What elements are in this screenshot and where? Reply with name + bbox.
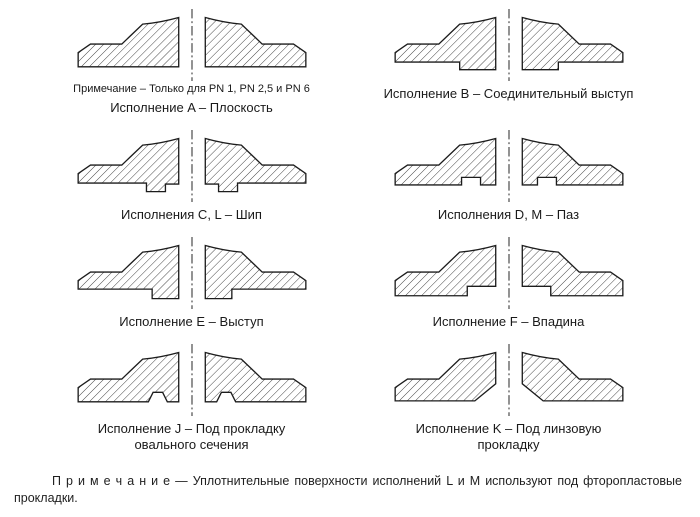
figure-j-caption: Исполнение J – Под прокладку овального с… [97,421,286,452]
flange-section-j-drawing [76,343,307,417]
figure-a: Примечание – Только для PN 1, PN 2,5 и P… [46,8,337,116]
figure-a-caption: Исполнение A – Плоскость [110,100,273,115]
flange-section-a-drawing [76,8,307,82]
figure-f: Исполнение F – Впадина [363,236,654,330]
figure-dm: Исполнения D, M – Паз [363,129,654,223]
figure-a-note: Примечание – Только для PN 1, PN 2,5 и P… [73,83,310,95]
figure-cl-caption: Исполнения C, L – Шип [121,207,262,222]
flange-section-cl-drawing [76,129,307,203]
figure-j: Исполнение J – Под прокладку овального с… [46,343,337,453]
figure-b-caption: Исполнение B – Соединительный выступ [383,86,634,101]
figure-e-caption: Исполнение E – Выступ [119,314,264,329]
figure-f-caption: Исполнение F – Впадина [432,314,585,329]
flange-section-k-drawing [393,343,624,417]
figure-dm-caption: Исполнения D, M – Паз [437,207,580,222]
flange-section-f-drawing [393,236,624,310]
figure-b: Исполнение B – Соединительный выступ [363,8,654,102]
footnote: П р и м е ч а н и е — Уплотнительные пов… [14,474,682,505]
figure-e: Исполнение E – Выступ [46,236,337,330]
figure-cl: Исполнения C, L – Шип [46,129,337,223]
flange-section-e-drawing [76,236,307,310]
flange-section-b-drawing [393,8,624,82]
figures-grid: Примечание – Только для PN 1, PN 2,5 и P… [0,8,700,453]
flange-section-dm-drawing [393,129,624,203]
figure-k-caption: Исполнение K – Под линзовую прокладку [415,421,602,452]
figure-k: Исполнение K – Под линзовую прокладку [363,343,654,453]
